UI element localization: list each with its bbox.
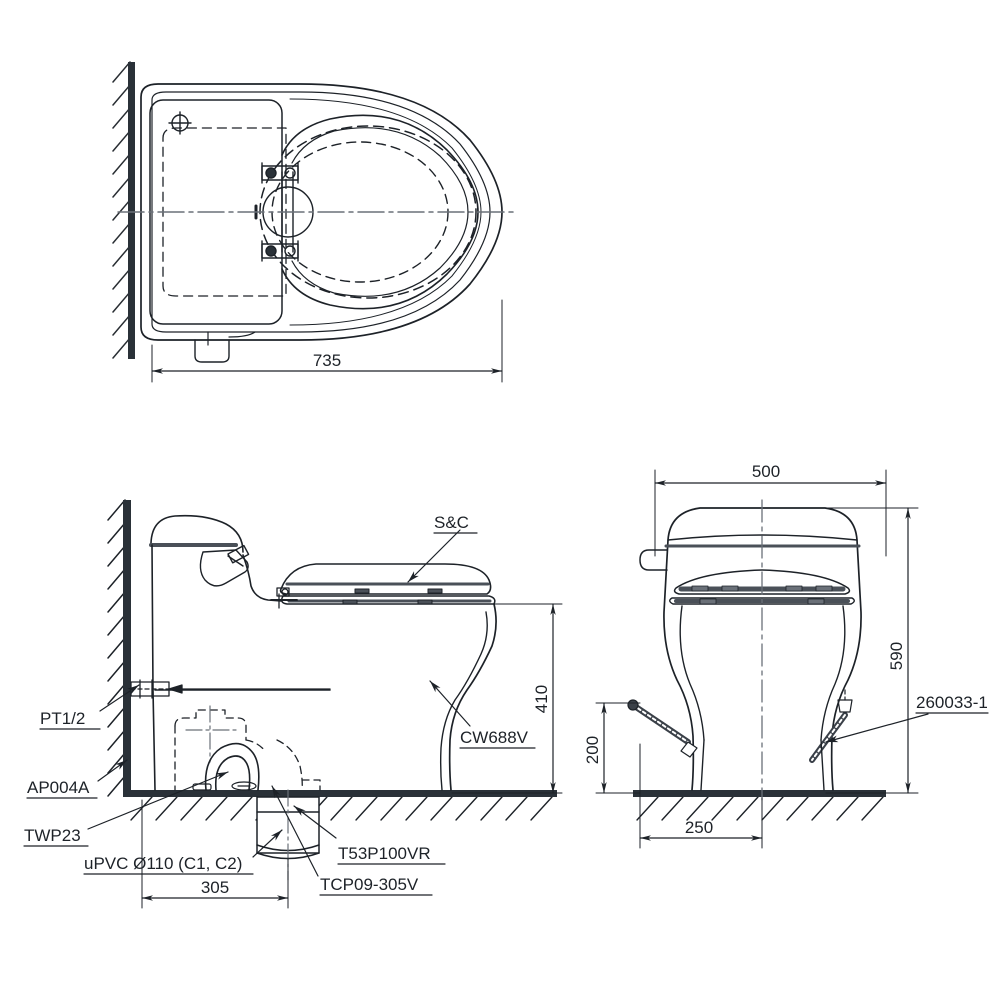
leader-twp23	[87, 771, 229, 830]
front-view-floor-hatch	[636, 796, 884, 821]
top-view	[112, 61, 517, 383]
dimension-590-label: 590	[887, 642, 906, 670]
callout-pt12-label: PT1/2	[40, 709, 85, 728]
dimension-500	[654, 469, 887, 557]
leader-pt12	[99, 684, 140, 712]
top-view-wall	[128, 62, 135, 359]
side-view-floor	[123, 790, 557, 797]
side-view-trap-body	[204, 742, 260, 791]
front-view-bowl-contour	[679, 605, 846, 741]
front-view	[595, 469, 989, 849]
callout-260033-1-label: 260033-1	[916, 693, 988, 712]
dimension-200	[595, 702, 641, 794]
leader-t53p100vr	[293, 805, 337, 839]
top-view-outlet-detail	[207, 331, 256, 346]
callout-upvc-label: uPVC Ø110 (C1, C2)	[84, 854, 242, 873]
dimension-200-label: 200	[583, 736, 602, 764]
dimension-305	[141, 799, 289, 909]
dimension-250	[639, 743, 763, 849]
top-view-flush-outlet	[194, 339, 230, 363]
top-view-wall-hatch	[112, 61, 131, 359]
callout-cw688v-label: CW688V	[460, 728, 529, 747]
top-view-tank-hidden-outline	[162, 127, 287, 297]
leader-upvc	[252, 829, 283, 858]
dimension-500-label: 500	[752, 462, 780, 481]
front-view-seat	[669, 597, 855, 605]
dimension-305-label: 305	[201, 878, 229, 897]
side-view-bowl-profile	[448, 603, 497, 791]
callout-twp23-label: TWP23	[24, 826, 81, 845]
front-view-floor	[633, 790, 886, 797]
side-view-wall-hatch	[107, 499, 126, 797]
side-view-cover	[279, 563, 492, 595]
side-view-bowl-top-transition	[242, 554, 282, 602]
front-view-flush-lever	[639, 549, 668, 571]
front-view-tank-top-curve	[667, 534, 858, 541]
top-view-seat-ring-inner	[291, 127, 469, 297]
front-view-anchor-bolt-left	[627, 699, 698, 758]
front-view-cover	[673, 569, 851, 595]
side-view-trap-hidden-lines	[174, 709, 321, 791]
dimension-735-label: 735	[313, 351, 341, 370]
callout-tcp09-label: TCP09-305V	[320, 875, 419, 894]
label-underlines	[23, 532, 536, 896]
callout-ap004a-label: AP004A	[27, 778, 90, 797]
side-view-tank-front	[151, 544, 156, 791]
dimension-410-label: 410	[532, 685, 551, 713]
leader-cw688v	[429, 680, 471, 727]
side-view-tank-body	[150, 514, 244, 553]
dimension-250-label: 250	[685, 818, 713, 837]
side-view-floor-hatch	[130, 796, 553, 821]
top-view-crosshair-icon	[168, 111, 192, 135]
side-view-flush-lever	[199, 544, 250, 587]
side-view-seat-and-cover	[270, 563, 496, 609]
leader-ap004a	[97, 759, 128, 782]
dimension-590	[825, 507, 919, 794]
dimension-410	[451, 603, 563, 794]
side-view	[23, 499, 563, 909]
callout-t53p100vr-label: T53P100VR	[338, 844, 431, 863]
leader-tcp09	[271, 785, 319, 877]
callout-sc-label: S&C	[434, 513, 469, 532]
front-view-feet	[700, 739, 825, 791]
leader-260033-1	[825, 713, 929, 743]
side-view-floor-fittings	[192, 781, 257, 791]
side-view-water-supply-fitting	[130, 679, 331, 699]
dimension-735	[151, 299, 503, 383]
side-view-wall	[123, 500, 131, 795]
leader-sc	[407, 529, 461, 583]
side-view-bowl-inner-profile	[439, 611, 488, 791]
